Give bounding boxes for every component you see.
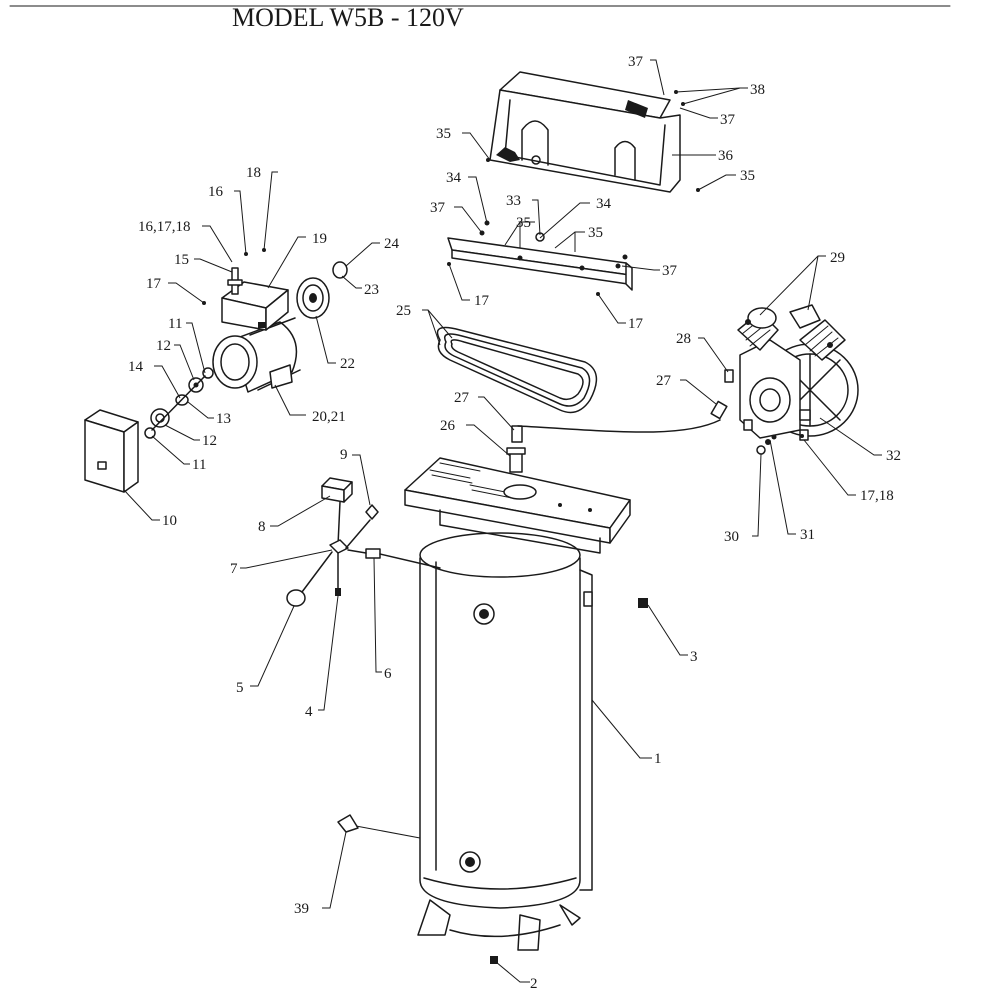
label-part-26: 26: [440, 418, 456, 434]
label-part-17-bracket-left: 17: [474, 293, 490, 309]
label-part-32: 32: [886, 448, 901, 464]
label-part-28: 28: [676, 331, 691, 347]
label-part-37-bracket-left: 37: [430, 200, 446, 216]
air-pump: [737, 304, 859, 441]
label-part-7: 7: [230, 561, 238, 577]
label-part-16: 16: [208, 184, 224, 200]
label-part-16-17-18: 16,17,18: [138, 219, 191, 235]
label-part-25: 25: [396, 303, 411, 319]
label-part-20-21: 20,21: [312, 409, 346, 425]
label-part-12-bottom: 12: [202, 433, 217, 449]
label-part-33: 33: [506, 193, 521, 209]
label-part-17-bracket-right: 17: [628, 316, 644, 332]
belt-guard: [489, 71, 681, 193]
label-part-37-bracket-right: 37: [662, 263, 678, 279]
label-part-34-left: 34: [446, 170, 462, 186]
label-part-17-18: 17,18: [860, 488, 894, 504]
label-part-30: 30: [724, 529, 739, 545]
electric-motor: [212, 261, 348, 393]
label-part-4: 4: [305, 704, 313, 720]
label-part-11-top: 11: [168, 316, 182, 332]
label-part-38: 38: [750, 82, 765, 98]
label-part-24: 24: [384, 236, 400, 252]
label-part-39: 39: [294, 901, 309, 917]
pump-fittings: [724, 369, 777, 455]
label-part-8: 8: [258, 519, 266, 535]
label-part-5: 5: [236, 680, 244, 696]
part-labels: 1 2 3 4 5 6 7 8 9 10 11 11 12 12 13 14 1…: [128, 54, 901, 992]
leader-lines: [123, 59, 882, 983]
label-part-29: 29: [830, 250, 845, 266]
label-part-1: 1: [654, 751, 662, 767]
label-part-34-right: 34: [596, 196, 612, 212]
label-part-31: 31: [800, 527, 815, 543]
motor-mount-hardware: [144, 367, 214, 439]
label-part-13: 13: [216, 411, 231, 427]
label-part-12-top: 12: [156, 338, 171, 354]
label-part-35-guard-left: 35: [436, 126, 451, 142]
drive-belt: [436, 326, 598, 414]
label-part-9: 9: [340, 447, 348, 463]
motor-pump-plate: [404, 457, 631, 554]
label-part-6: 6: [384, 666, 392, 682]
label-part-2: 2: [530, 976, 538, 992]
label-part-35-bracket-mid: 35: [516, 215, 531, 231]
label-part-27-right: 27: [656, 373, 672, 389]
pressure-switch-assembly: [286, 477, 441, 607]
check-valve-and-tube: [506, 400, 728, 473]
label-part-11-bottom: 11: [192, 457, 206, 473]
label-part-35-bracket-right: 35: [588, 225, 603, 241]
label-part-18: 18: [246, 165, 261, 181]
label-part-27-left: 27: [454, 390, 470, 406]
label-part-15: 15: [174, 252, 189, 268]
label-part-22: 22: [340, 356, 355, 372]
label-part-23: 23: [364, 282, 379, 298]
label-part-19: 19: [312, 231, 327, 247]
air-tank: [417, 532, 593, 951]
label-part-14: 14: [128, 359, 144, 375]
belt-guard-bracket: [447, 237, 633, 291]
diagram-title: MODEL W5B - 120V: [232, 3, 464, 32]
label-part-37-guard-right: 37: [720, 112, 736, 128]
label-part-37-top: 37: [628, 54, 644, 70]
label-part-3: 3: [690, 649, 698, 665]
control-box: [84, 409, 139, 493]
label-part-17-left: 17: [146, 276, 162, 292]
label-part-10: 10: [162, 513, 177, 529]
label-part-36: 36: [718, 148, 734, 164]
label-part-35-guard-right: 35: [740, 168, 755, 184]
